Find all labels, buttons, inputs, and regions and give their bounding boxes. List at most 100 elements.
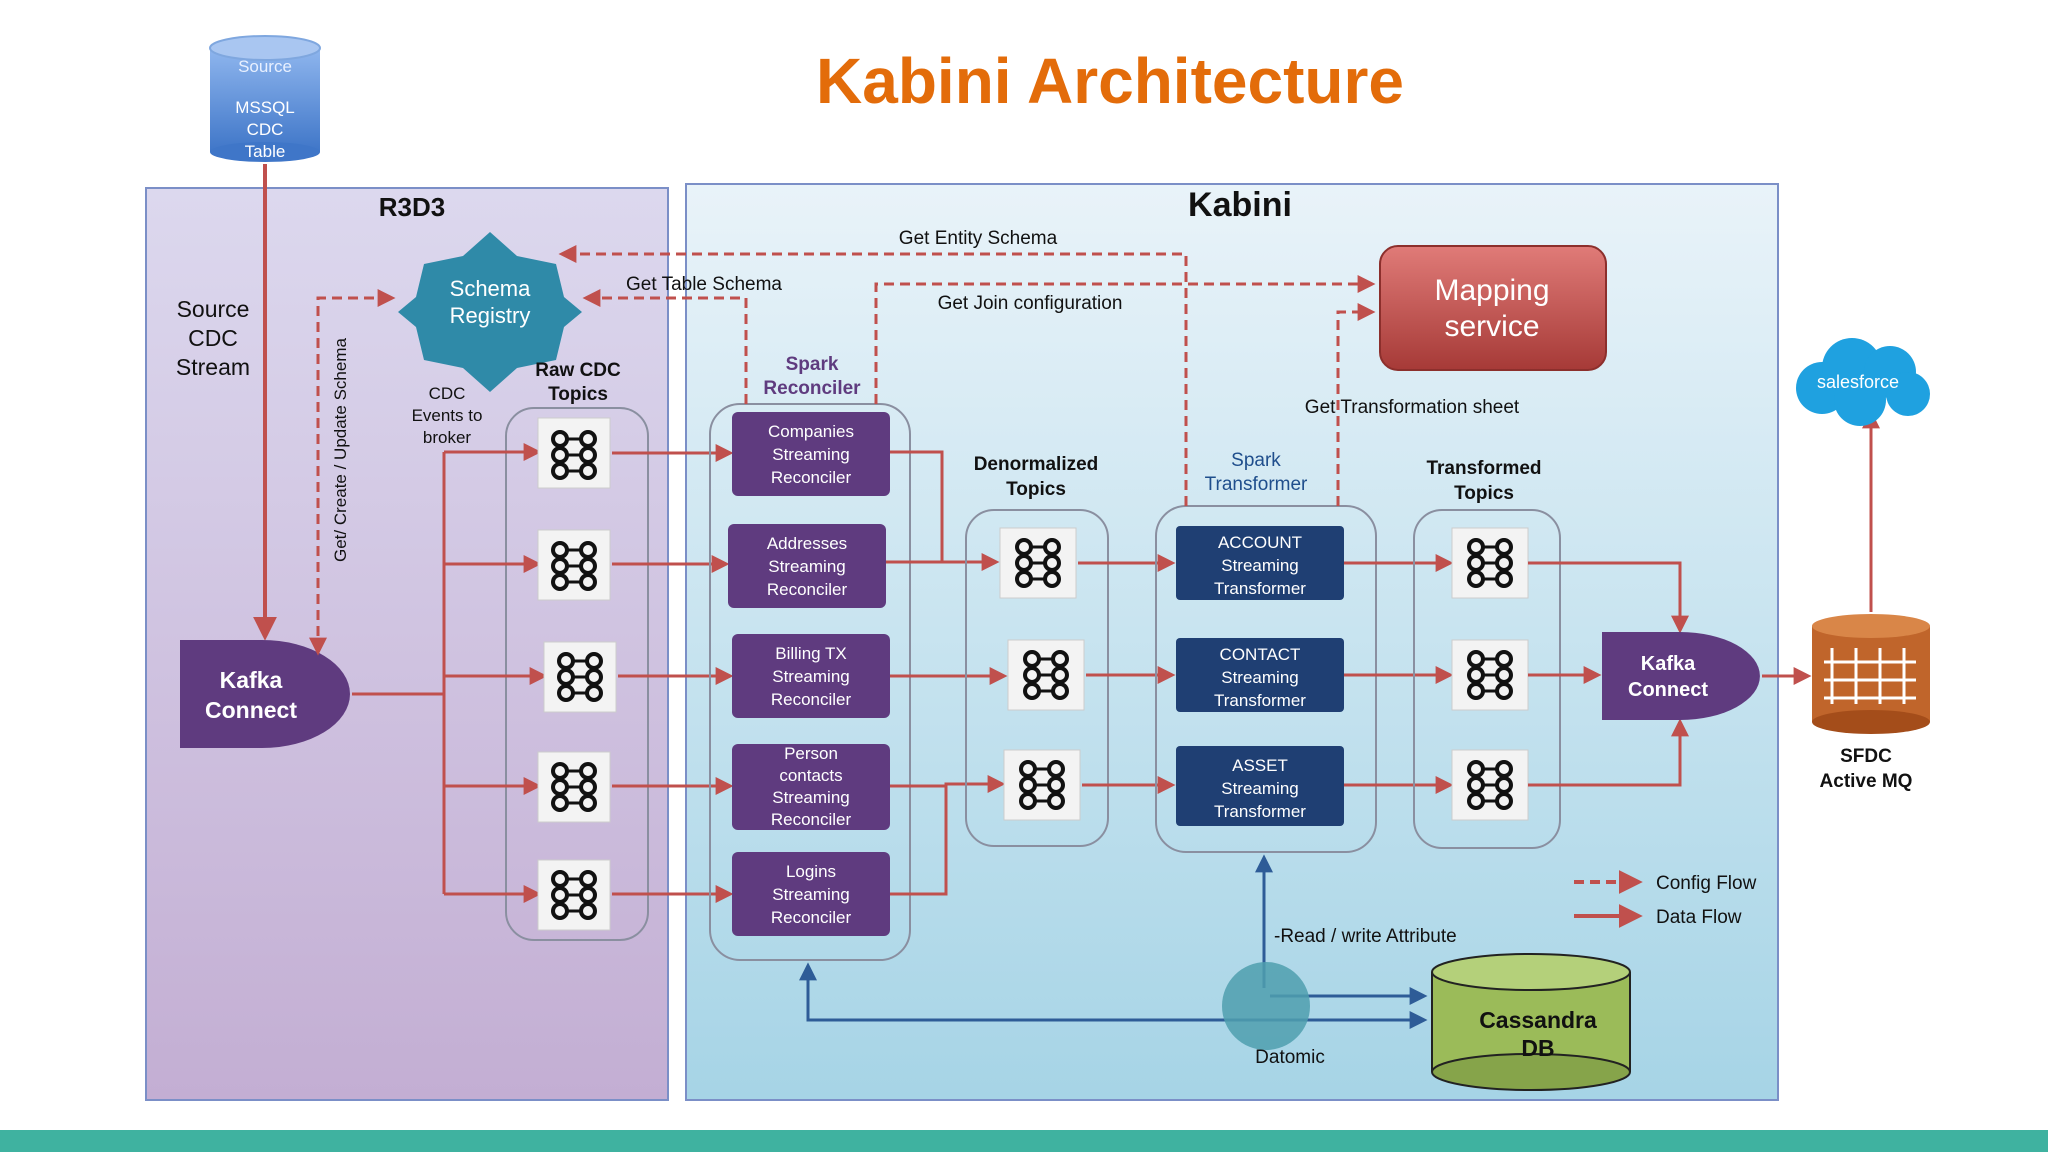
transformer-to-topic-arrows xyxy=(1344,554,1454,794)
transformer-label: ACCOUNT xyxy=(1218,533,1302,552)
source-db-label: CDC xyxy=(247,120,284,139)
cassandra-label: DB xyxy=(1521,1035,1554,1061)
kafka-connect-right xyxy=(1602,632,1760,720)
transformed-topics-label: Topics xyxy=(1454,483,1514,504)
reconciler-label: Addresses xyxy=(767,534,847,553)
cassandra-label: Cassandra xyxy=(1479,1007,1597,1033)
kafka-connect-left xyxy=(180,640,350,748)
cdc-events-label: broker xyxy=(423,428,472,447)
fanout-lines xyxy=(352,452,446,894)
kafka-connect-right-label: Kafka xyxy=(1641,653,1696,675)
transformer-label: ASSET xyxy=(1232,756,1288,775)
salesforce-label: salesforce xyxy=(1817,372,1899,392)
kafka-connect-right-label: Connect xyxy=(1628,679,1708,701)
transformed-topics-group xyxy=(1413,509,1561,849)
datomic-node xyxy=(1222,962,1310,1050)
transformer-label: CONTACT xyxy=(1220,645,1301,664)
transformer-box xyxy=(1176,638,1344,712)
denormalized-topics-label: Topics xyxy=(1006,479,1066,500)
reconciler-box xyxy=(732,634,890,718)
transformer-label: Streaming xyxy=(1221,556,1298,575)
footer-bar xyxy=(0,1130,2048,1152)
denormalized-topics-group xyxy=(965,509,1109,847)
source-cdc-stream-label: CDC xyxy=(188,325,238,351)
schema-registry xyxy=(398,232,582,392)
raw-topic-icon xyxy=(537,417,611,489)
denormalized-topics-label: Denormalized xyxy=(974,454,1099,475)
reconciler-label: Streaming xyxy=(772,445,849,464)
schema-registry-label: Schema xyxy=(450,276,531,301)
spark-transformer-label: Transformer xyxy=(1205,474,1308,495)
reconciler-box xyxy=(732,412,890,496)
get-create-update-schema-label: Get/ Create / Update Schema xyxy=(331,338,350,562)
cassandra-db-icon xyxy=(1431,953,1631,1091)
transformer-label: Streaming xyxy=(1221,668,1298,687)
transformer-box xyxy=(1176,526,1344,600)
topic-to-kafka-connect-arrows xyxy=(1528,561,1689,787)
source-cdc-stream-label: Source xyxy=(177,296,250,322)
transformed-topic-icon xyxy=(1451,527,1529,599)
denormalized-topic-icon xyxy=(1003,749,1081,821)
raw-topic-inbound-arrows xyxy=(444,443,548,903)
sfdc-label: SFDC xyxy=(1840,746,1892,767)
spark-reconciler-label: Reconciler xyxy=(763,378,861,399)
mapping-service-label: service xyxy=(1444,310,1539,343)
read-write-attribute-label: -Read / write Attribute xyxy=(1274,926,1457,947)
raw-cdc-topics-label: Topics xyxy=(548,384,608,405)
raw-topic-icon xyxy=(537,859,611,931)
reconciler-label: contacts xyxy=(779,766,842,785)
config-flow-lines xyxy=(558,245,1376,506)
cdc-events-label: CDC xyxy=(429,384,466,403)
kafka-connect-left-label: Kafka xyxy=(220,667,283,693)
reconciler-to-denormalized-arrows xyxy=(886,450,1008,896)
reconciler-label: Reconciler xyxy=(767,580,848,599)
cdc-events-label: Events to xyxy=(412,406,483,425)
reconciler-label: Billing TX xyxy=(775,644,847,663)
mapping-service xyxy=(1379,245,1607,371)
get-create-update-schema-flow xyxy=(309,289,396,656)
raw-cdc-topics-label: Raw CDC xyxy=(535,360,621,381)
reconciler-label: Person xyxy=(784,744,838,763)
transformer-label: Transformer xyxy=(1214,691,1306,710)
get-table-schema-label: Get Table Schema xyxy=(626,274,782,295)
schema-registry-label: Registry xyxy=(450,303,531,328)
salesforce-cloud-icon xyxy=(1796,338,1930,426)
reconciler-label: Streaming xyxy=(772,788,849,807)
transformed-topic-icon xyxy=(1451,749,1529,821)
reconciler-label: Streaming xyxy=(768,557,845,576)
reconciler-label: Reconciler xyxy=(771,908,852,927)
sfdc-active-mq-icon xyxy=(1812,614,1930,734)
denormalized-topic-icon xyxy=(999,527,1077,599)
datomic-label: Datomic xyxy=(1255,1047,1325,1068)
get-join-configuration-label: Get Join configuration xyxy=(938,293,1123,314)
source-cdc-stream-label: Stream xyxy=(176,354,250,380)
reconciler-box xyxy=(732,744,890,830)
reconciler-box xyxy=(732,852,890,936)
legend-data-flow-label: Data Flow xyxy=(1656,907,1742,928)
sfdc-label: Active MQ xyxy=(1820,771,1913,792)
page-title: Kabini Architecture xyxy=(816,45,1404,117)
source-db-label: Table xyxy=(245,142,286,161)
transformer-label: Streaming xyxy=(1221,779,1298,798)
source-db-icon xyxy=(209,35,321,162)
reconciler-box xyxy=(728,524,886,608)
mapping-service-label: Mapping xyxy=(1434,274,1549,307)
kafka-connect-left-label: Connect xyxy=(205,697,297,723)
reconciler-label: Streaming xyxy=(772,885,849,904)
transformer-label: Transformer xyxy=(1214,802,1306,821)
reconciler-label: Logins xyxy=(786,862,836,881)
transformer-label: Transformer xyxy=(1214,579,1306,598)
spark-transformer-label: Spark xyxy=(1231,450,1281,471)
reconciler-label: Reconciler xyxy=(771,690,852,709)
reconciler-label: Streaming xyxy=(772,667,849,686)
reconciler-label: Reconciler xyxy=(771,468,852,487)
reconciler-label: Companies xyxy=(768,422,854,441)
r3d3-label: R3D3 xyxy=(379,192,445,222)
raw-cdc-topics-group xyxy=(505,407,649,941)
raw-topic-icon xyxy=(543,641,617,713)
spark-reconciler-group xyxy=(709,403,911,961)
raw-topic-icon xyxy=(537,751,611,823)
spark-transformer-group xyxy=(1155,505,1377,853)
transformed-topic-icon xyxy=(1451,639,1529,711)
